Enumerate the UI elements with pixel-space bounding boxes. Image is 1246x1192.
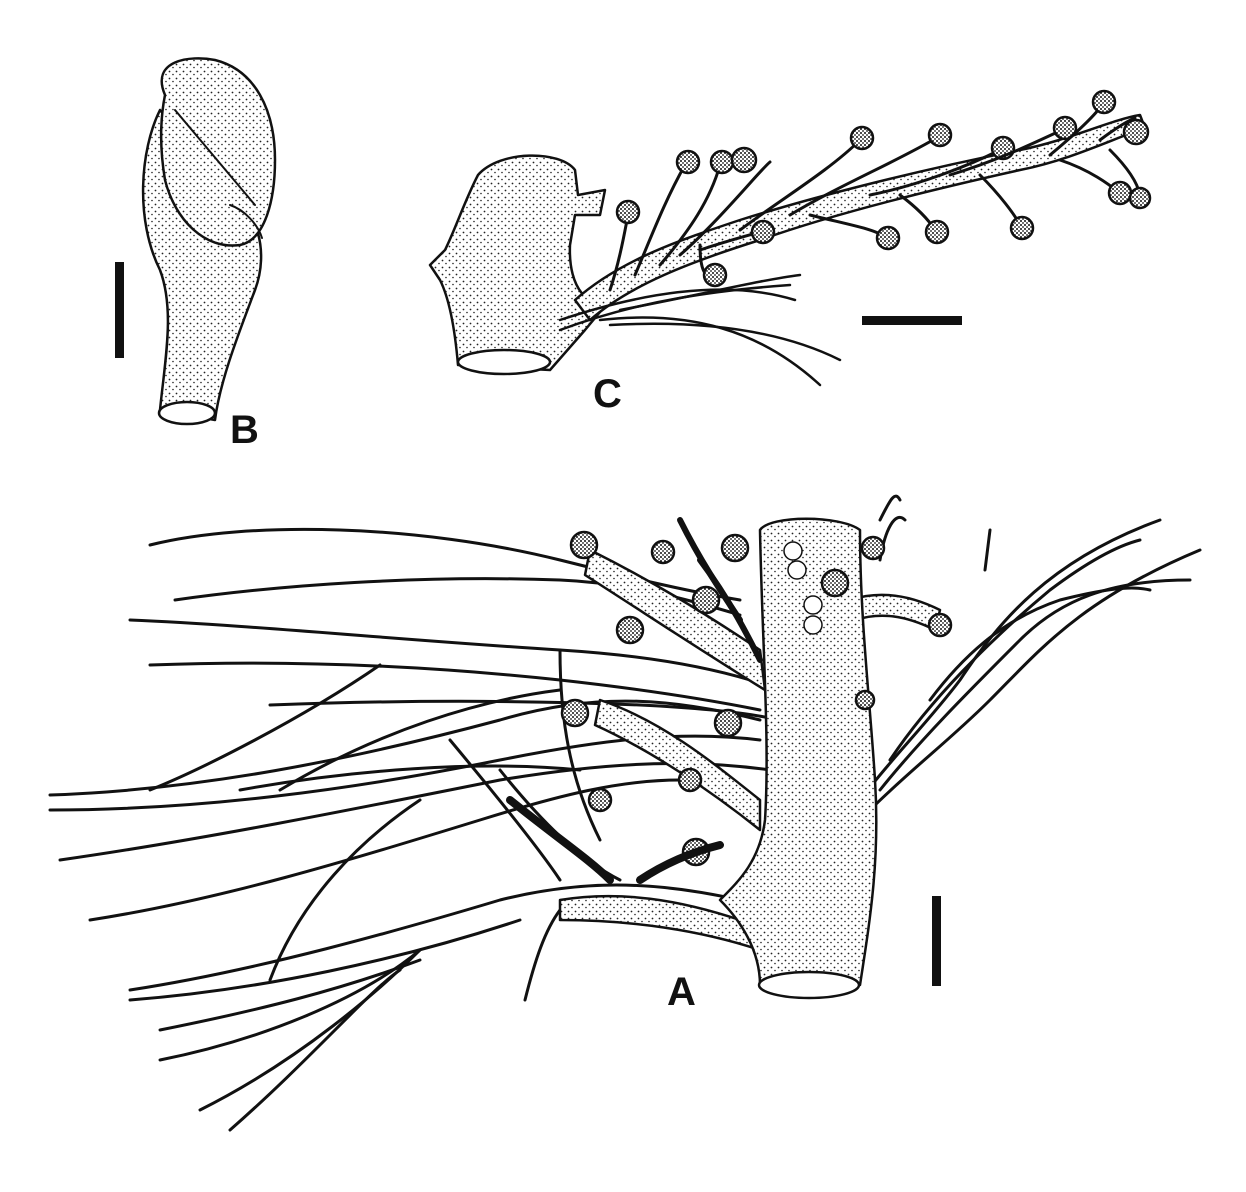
panel-a-base-opening [757, 970, 861, 1000]
panel-a-scale-bar [932, 896, 941, 986]
panel-a-hydranths [506, 517, 953, 884]
panel-b-fold [174, 109, 256, 206]
panel-c-stem [428, 154, 612, 372]
panel-b-base-opening [157, 400, 217, 426]
panel-b-capsule [160, 57, 277, 247]
panel-c-tendril-3 [598, 316, 822, 387]
panel-c-scale-bar [862, 316, 962, 325]
panel-c-drawing [428, 89, 1152, 387]
panel-c-tendril-4 [608, 322, 842, 362]
panel-b-scale-bar [115, 262, 124, 358]
panel-c-tendril-5 [618, 273, 802, 312]
panel-b-label: B [230, 408, 259, 452]
panel-a-drawing [48, 494, 1202, 1132]
panel-c-hydranths [608, 89, 1152, 292]
panel-b-drawing [141, 57, 277, 426]
panel-c-base-opening [456, 348, 552, 376]
panel-a-label: A [667, 970, 696, 1014]
panel-c-tendril-2 [558, 288, 797, 322]
panel-b-rim [229, 204, 263, 239]
panel-a-right-tendrils [858, 494, 1202, 812]
panel-a-trunk-pores [783, 541, 823, 635]
panel-c-label: C [593, 372, 622, 416]
panel-a-branch-mid [593, 698, 762, 832]
panel-a-trunk [718, 517, 878, 987]
